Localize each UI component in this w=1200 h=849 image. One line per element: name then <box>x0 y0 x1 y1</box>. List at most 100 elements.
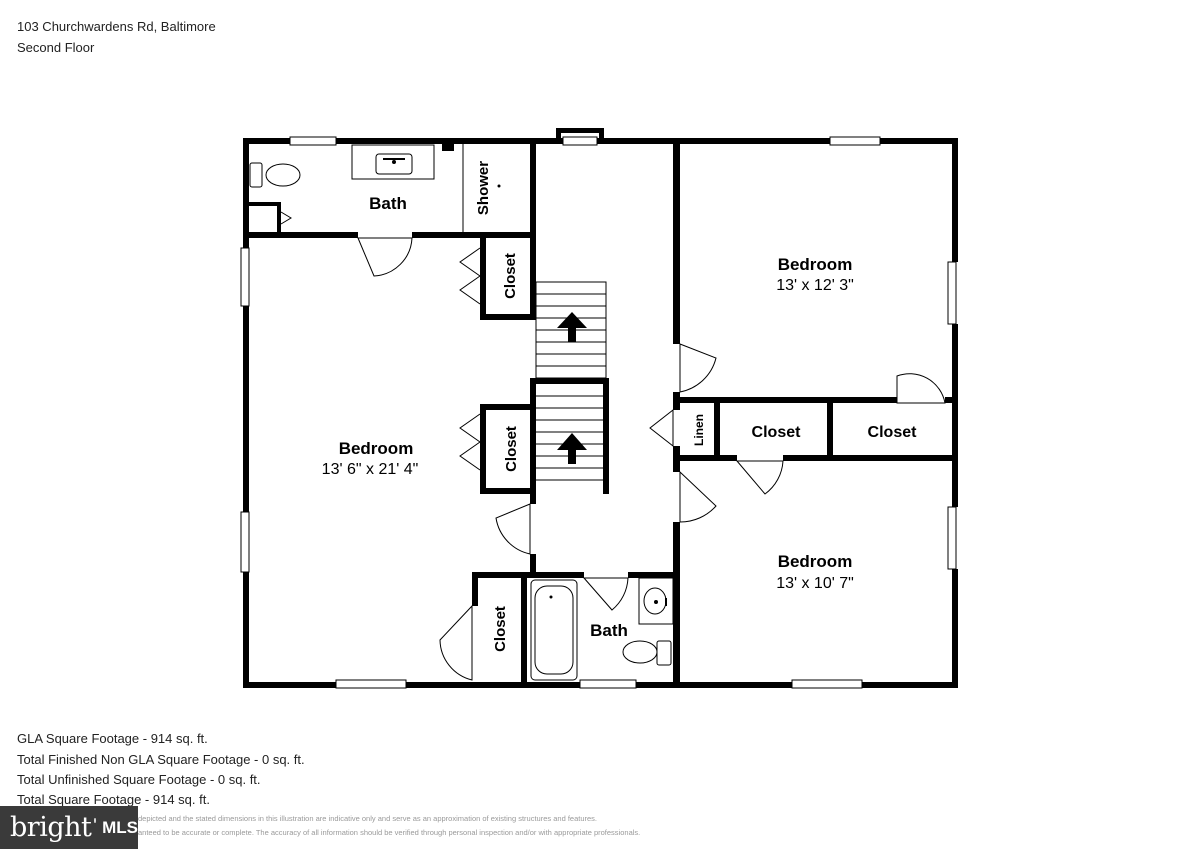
wall-closets-bottom-a <box>680 455 737 461</box>
door-swing <box>495 503 531 555</box>
wall-south-a <box>243 682 336 688</box>
window <box>562 136 598 146</box>
non-gla-footage: Total Finished Non GLA Square Footage - … <box>17 752 305 767</box>
wall-hall-east-b <box>673 392 680 410</box>
wall-stair-box-top <box>530 378 608 384</box>
door-swing <box>459 275 481 305</box>
wall-closet-lower-right <box>521 572 527 688</box>
closet-label-e1: Closet <box>752 424 802 441</box>
window <box>947 506 957 570</box>
bright-mls-logo: bright MLS <box>0 806 138 849</box>
window <box>791 679 863 689</box>
wall-hall-east-c <box>673 446 680 472</box>
wall-bottom-top-a <box>472 572 536 578</box>
chimney-bump-right <box>599 128 604 142</box>
wall-bottom-top-b <box>530 572 584 578</box>
windows <box>240 136 957 689</box>
door-swing <box>439 604 473 681</box>
wall-closet-mid-bottom <box>480 488 536 494</box>
wall-hall-west-b <box>530 380 536 504</box>
door-swing <box>582 577 629 611</box>
vent <box>442 144 454 151</box>
wall-south-c <box>636 682 792 688</box>
wall-linen-right <box>714 403 720 455</box>
disclaimer-line-2: anteed to be accurate or complete. The a… <box>138 828 641 837</box>
wall-closet-upper-bottom <box>480 314 536 320</box>
wall-closet-mid-top <box>480 404 536 410</box>
door-swing <box>896 373 946 404</box>
wall-stair-box-right <box>603 378 609 494</box>
wall-west-b <box>243 306 249 512</box>
room-dims-bedroom-ne: 13' x 12' 3" <box>776 277 854 294</box>
closet-label-e2: Closet <box>868 424 918 441</box>
wall-bath-closet-box-right <box>277 202 281 232</box>
window <box>579 679 637 689</box>
wall-closet-divider <box>827 403 833 455</box>
door-swing <box>459 247 481 277</box>
window <box>829 136 881 146</box>
wall-hall-east-a <box>673 144 680 344</box>
address-label: 103 Churchwardens Rd, Baltimore <box>17 19 216 34</box>
arrow-up-icon <box>557 433 587 464</box>
window <box>289 136 337 146</box>
wall-closets-top-b <box>945 397 952 403</box>
wall-east-b <box>952 324 958 507</box>
wall-closets-bottom-b <box>783 455 952 461</box>
wall-bath-closet-box-top <box>249 202 281 206</box>
fixture-marks <box>383 158 667 606</box>
wall-north-c <box>597 138 830 144</box>
room-label-bedroom-w: Bedroom <box>339 439 414 458</box>
stair-arrows <box>557 312 587 464</box>
room-dims-bedroom-w: 13' 6" x 21' 4" <box>322 461 419 478</box>
logo-word: bright <box>10 812 92 843</box>
room-label-bedroom-se: Bedroom <box>778 552 853 571</box>
wall-hall-west-c <box>530 554 536 574</box>
disclaimer-line-1: depicted and the stated dimensions in th… <box>138 814 598 823</box>
room-label-bedroom-ne: Bedroom <box>778 255 853 274</box>
wall-bottom-top-c <box>628 572 680 578</box>
total-footage: Total Square Footage - 914 sq. ft. <box>17 792 210 807</box>
wall-north-b <box>336 138 563 144</box>
window <box>240 511 250 573</box>
floor-label: Second Floor <box>17 40 95 55</box>
window <box>335 679 407 689</box>
unfinished-footage: Total Unfinished Square Footage - 0 sq. … <box>17 772 261 787</box>
wall-north-a <box>243 138 290 144</box>
closet-label-upper: Closet <box>502 253 519 299</box>
window <box>240 247 250 307</box>
wall-north-d <box>880 138 958 144</box>
door-swing <box>459 441 481 471</box>
room-dims-bedroom-se: 13' x 10' 7" <box>776 575 854 592</box>
logo-dot-icon <box>94 818 97 823</box>
door-swing <box>649 408 674 448</box>
wall-west-c <box>243 572 249 688</box>
wall-south-b <box>406 682 580 688</box>
wall-hall-west-a <box>530 144 536 314</box>
wall-east-c <box>952 569 958 688</box>
door-swing <box>679 343 717 393</box>
arrow-up-icon <box>557 312 587 342</box>
wall-closets-top-a <box>680 397 897 403</box>
gla-footage: GLA Square Footage - 914 sq. ft. <box>17 731 208 746</box>
door-swing <box>735 460 784 495</box>
door-swing <box>459 413 481 443</box>
logo-suffix: MLS <box>102 817 138 837</box>
bathtub-inner <box>534 585 574 675</box>
labels: Bath Shower Bedroom 13' x 12' 3" Closet … <box>322 161 917 652</box>
wall-west-a <box>243 138 249 248</box>
wall-south-d <box>862 682 958 688</box>
wall-closet-mid-left <box>480 404 486 494</box>
room-label-bath-top: Bath <box>369 194 407 213</box>
closet-label-lower: Closet <box>492 606 509 652</box>
wall-closet-lower-left <box>472 572 478 606</box>
walls <box>243 128 958 688</box>
door-swing <box>357 237 413 277</box>
toilet-tank <box>656 640 672 666</box>
window <box>947 261 957 325</box>
wall-bath-south-a <box>249 232 358 238</box>
wall-east-a <box>952 138 958 262</box>
wall-bath-south-b <box>412 232 534 238</box>
chimney-bump-left <box>556 128 561 142</box>
wall-hall-east-d <box>673 522 680 688</box>
